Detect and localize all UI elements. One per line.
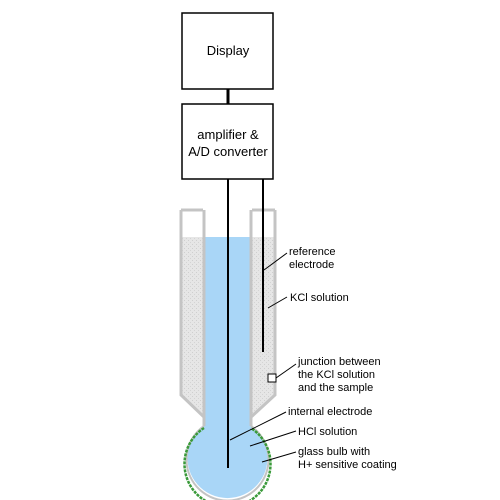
label-hcl-solution: HCl solution (298, 426, 357, 438)
label-glass-bulb-1: glass bulb with (298, 446, 370, 458)
label-kcl-solution: KCl solution (290, 292, 349, 304)
amplifier-label-line2: A/D converter (188, 144, 268, 159)
bulb-coating (183, 426, 272, 500)
display-label: Display (207, 43, 250, 58)
label-reference-electrode-1: reference (289, 246, 335, 258)
label-junction-1: junction between (297, 356, 381, 368)
display-box: Display (181, 12, 274, 90)
label-junction-2: the KCl solution (298, 369, 375, 381)
junction-marker (267, 373, 277, 383)
label-junction-3: and the sample (298, 382, 373, 394)
leader-lines (229, 252, 297, 463)
label-internal-electrode: internal electrode (288, 406, 372, 418)
amplifier-label-line1: amplifier & (197, 127, 259, 142)
amplifier-box: amplifier & A/D converter (181, 103, 274, 180)
label-glass-bulb-2: H+ sensitive coating (298, 459, 397, 471)
label-reference-electrode-2: electrode (289, 259, 334, 271)
